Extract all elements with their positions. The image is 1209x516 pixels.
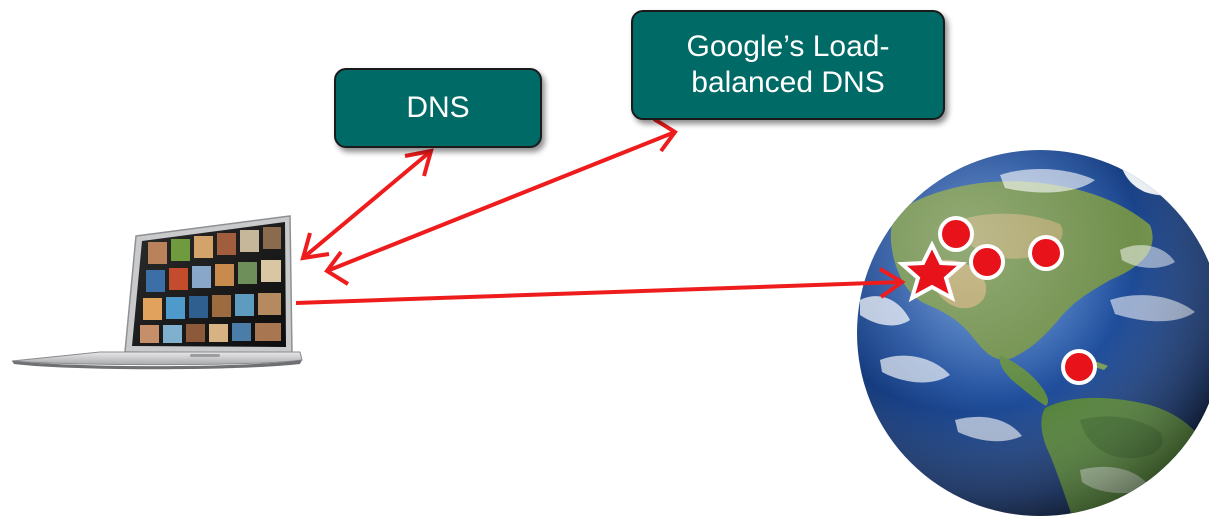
server-dot-icon <box>1028 235 1064 271</box>
server-dot-icon <box>938 216 974 252</box>
server-dots <box>938 216 1097 385</box>
arrow-laptop-google-dns <box>324 117 678 286</box>
google-dns-label: Google’s Load- balanced DNS <box>686 30 890 99</box>
server-dot-icon <box>969 244 1005 280</box>
arrow-laptop-dns <box>300 148 434 261</box>
earth-globe-icon <box>857 150 1209 516</box>
star-icon <box>896 240 968 303</box>
laptop-screen-photos <box>140 227 281 343</box>
server-dot-icon <box>1061 349 1097 385</box>
dns-server-label: DNS <box>406 91 470 124</box>
arrows <box>295 117 906 305</box>
arrow-laptop-globe <box>295 267 906 305</box>
google-dns-box: Google’s Load- balanced DNS <box>631 10 945 120</box>
dns-server-box: DNS <box>334 68 542 148</box>
laptop-icon <box>11 215 303 370</box>
